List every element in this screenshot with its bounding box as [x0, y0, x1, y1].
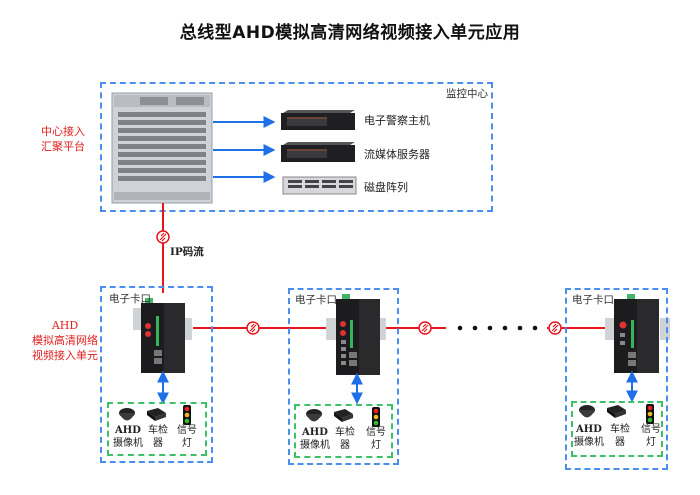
- device-label-light: 信号灯: [177, 425, 197, 449]
- server-label: 磁盘阵列: [364, 181, 408, 194]
- checkpoint-box: [288, 288, 399, 465]
- vehicle-detector-icon: [334, 409, 353, 422]
- monitoring-center-label: 监控中心: [446, 88, 488, 100]
- diagram-title: 总线型AHD模拟高清网络视频接入单元应用: [179, 23, 521, 43]
- access-unit-icon: [326, 294, 386, 375]
- dome-camera-icon: [579, 405, 595, 418]
- dome-camera-icon: [119, 408, 135, 421]
- ip-stream-label: IP码流: [170, 246, 204, 258]
- core-switch-icon: [111, 92, 213, 204]
- device-label-detector: 车检器: [148, 425, 168, 449]
- device-label-light: 信号灯: [366, 427, 386, 451]
- network-link-icon: [548, 321, 562, 335]
- traffic-light-icon: [372, 407, 380, 427]
- access-unit-icon: [605, 294, 670, 373]
- network-link-icon: [418, 321, 432, 335]
- traffic-light-icon: [183, 405, 191, 425]
- network-link-icon: [156, 230, 170, 244]
- checkpoint-label: 电子卡口: [572, 294, 614, 306]
- device-group-box: [294, 404, 393, 458]
- network-link-icon: [246, 321, 260, 335]
- rack-server-icon: [281, 142, 355, 162]
- server-label: 流媒体服务器: [364, 148, 430, 161]
- continuation-dots: [457, 325, 538, 331]
- monitoring-center-box: [100, 82, 493, 212]
- server-label: 电子警察主机: [364, 114, 430, 127]
- checkpoint-box: [100, 286, 213, 463]
- access-unit-icon: [133, 298, 192, 373]
- device-label-light: 信号灯: [641, 424, 661, 448]
- access-unit-label: AHD 模拟高清网络 视频接入单元: [32, 319, 98, 362]
- device-label-detector: 车检器: [335, 427, 355, 451]
- checkpoint-label: 电子卡口: [295, 294, 337, 306]
- checkpoint-box: [565, 288, 668, 470]
- device-group-box: [571, 401, 663, 457]
- device-group-box: [107, 402, 207, 456]
- rack-server-icon: [281, 110, 355, 130]
- disk-array-icon: [282, 176, 357, 195]
- checkpoint-label: 电子卡口: [109, 293, 151, 305]
- vehicle-detector-icon: [147, 408, 166, 421]
- dome-camera-icon: [306, 409, 322, 422]
- vehicle-detector-icon: [607, 405, 626, 418]
- device-label-detector: 车检器: [610, 424, 630, 448]
- traffic-light-icon: [646, 404, 654, 424]
- center-side-label: 中心接入 汇聚平台: [41, 125, 85, 153]
